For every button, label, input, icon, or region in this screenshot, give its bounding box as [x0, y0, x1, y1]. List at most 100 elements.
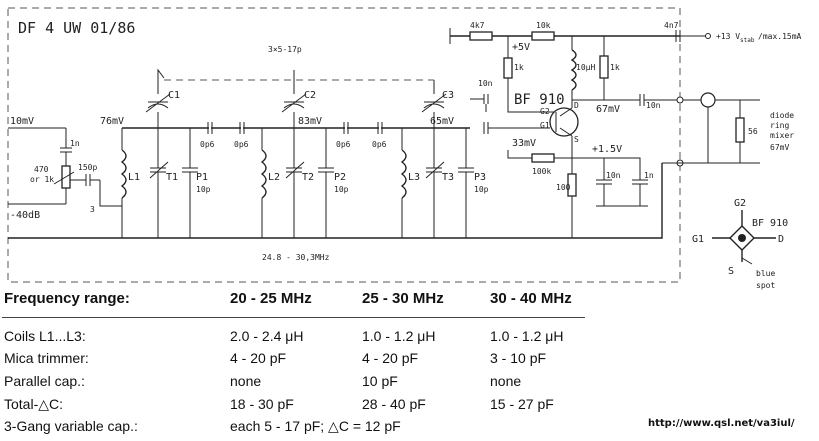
trimmer-t2 [286, 128, 302, 238]
table-divider [2, 317, 585, 318]
table-header-col1: 20 - 25 MHz [230, 290, 312, 307]
svg-text:L2: L2 [268, 172, 280, 183]
svg-text:diode: diode [770, 111, 794, 120]
svg-text:150p: 150p [78, 163, 97, 172]
svg-text:0p6: 0p6 [234, 140, 249, 149]
svg-text:S: S [574, 135, 579, 144]
svg-text:3: 3 [90, 205, 95, 214]
svg-text:ring: ring [770, 121, 789, 130]
stage-1 [110, 68, 198, 238]
enclosure-outline [7, 7, 681, 283]
svg-text:10p: 10p [334, 185, 349, 194]
stage-3 [400, 80, 474, 238]
table-row: 3-Gang variable cap.: [4, 418, 138, 434]
svg-text:67mV: 67mV [596, 104, 620, 115]
svg-text:+5V: +5V [512, 42, 530, 53]
svg-text:L1: L1 [128, 172, 140, 183]
coil-10uh [570, 49, 577, 91]
supply-terminal [705, 33, 711, 39]
bf910-pinout [712, 210, 776, 265]
svg-text:G2: G2 [540, 107, 550, 116]
svg-text:0p6: 0p6 [372, 140, 387, 149]
table-cell: none [490, 373, 522, 389]
svg-text:1n: 1n [644, 171, 654, 180]
svg-text:67mV: 67mV [770, 143, 789, 152]
svg-text:10p: 10p [474, 185, 489, 194]
svg-text:+1.5V: +1.5V [592, 144, 622, 155]
svg-text:470: 470 [34, 165, 49, 174]
svg-text:D: D [778, 234, 784, 245]
svg-text:1k: 1k [514, 63, 524, 72]
cap-p3 [458, 128, 474, 238]
svg-text:mixer: mixer [770, 131, 794, 140]
varcap-c1 [145, 93, 171, 128]
table-row: Parallel cap.: [4, 373, 85, 389]
svg-text:1k: 1k [610, 63, 620, 72]
svg-text:C3: C3 [442, 90, 454, 101]
svg-text:T1: T1 [166, 172, 178, 183]
varcap-c3 [421, 93, 447, 128]
coax-connector [700, 92, 716, 108]
input-atten: -40dB [10, 210, 40, 221]
coupling-caps [207, 120, 489, 136]
table-cell: 15 - 27 pF [490, 396, 554, 412]
svg-text:33mV: 33mV [512, 138, 536, 149]
svg-text:S: S [728, 266, 734, 277]
table-header-label: Frequency range: [4, 290, 130, 307]
cap-1n-src [632, 179, 648, 206]
table-cell: 4 - 20 pF [362, 350, 419, 366]
coil-l2 [260, 149, 267, 199]
svg-text:C2: C2 [304, 90, 316, 101]
svg-text:24.8 - 30,3MHz: 24.8 - 30,3MHz [262, 253, 330, 262]
table-cell: 10 pF [362, 373, 398, 389]
svg-text:10k: 10k [536, 21, 551, 30]
table-row: Coils L1...L3: [4, 328, 86, 344]
svg-text:BF 910: BF 910 [752, 218, 788, 229]
svg-text:G1: G1 [692, 234, 704, 245]
svg-text:10n: 10n [606, 171, 621, 180]
svg-text:C1: C1 [168, 90, 180, 101]
cap-p2 [318, 128, 334, 238]
svg-text:spot: spot [756, 281, 775, 290]
table-row: Mica trimmer: [4, 350, 89, 366]
svg-text:4k7: 4k7 [470, 21, 485, 30]
coil-l1 [120, 149, 127, 199]
svg-text:P1: P1 [196, 172, 208, 183]
svg-text:or 1k: or 1k [30, 175, 54, 184]
svg-text:10μH: 10μH [576, 63, 595, 72]
resistor-100k [531, 153, 555, 163]
resistor-1k-drain [599, 55, 609, 79]
cap-10n-src [596, 158, 612, 206]
trimmer-t3 [426, 128, 442, 238]
coil-l3 [400, 149, 407, 199]
source-url[interactable]: http://www.qsl.net/va3iul/ [648, 418, 795, 429]
svg-text:T2: T2 [302, 172, 314, 183]
svg-text:56: 56 [748, 127, 758, 136]
svg-text:10n: 10n [646, 101, 661, 110]
table-cell: 18 - 30 pF [230, 396, 294, 412]
svg-text:0p6: 0p6 [336, 140, 351, 149]
table-cell: each 5 - 17 pF; △C = 12 pF [230, 418, 401, 434]
table-row: Total-△C: [4, 396, 64, 412]
svg-text:83mV: 83mV [298, 116, 322, 127]
svg-text:/max.15mA: /max.15mA [758, 32, 802, 41]
table-cell: none [230, 373, 262, 389]
svg-text:G1: G1 [540, 121, 550, 130]
svg-text:T3: T3 [442, 172, 454, 183]
svg-text:L3: L3 [408, 172, 420, 183]
cap-150p [70, 174, 100, 186]
table-cell: 28 - 40 pF [362, 396, 426, 412]
ground-return [578, 163, 663, 239]
svg-text:76mV: 76mV [100, 116, 124, 127]
svg-text:100: 100 [556, 183, 571, 192]
svg-text:BF 910: BF 910 [514, 92, 565, 108]
varcap-c2 [281, 93, 307, 128]
table-cell: 2.0 - 2.4 μH [230, 328, 304, 344]
cap-p1 [182, 128, 198, 238]
table-cell: 4 - 20 pF [230, 350, 287, 366]
resistor-56 [735, 117, 745, 143]
resistor-1k-g2 [503, 57, 513, 79]
svg-text:stab: stab [740, 37, 755, 44]
svg-text:0p6: 0p6 [200, 140, 215, 149]
